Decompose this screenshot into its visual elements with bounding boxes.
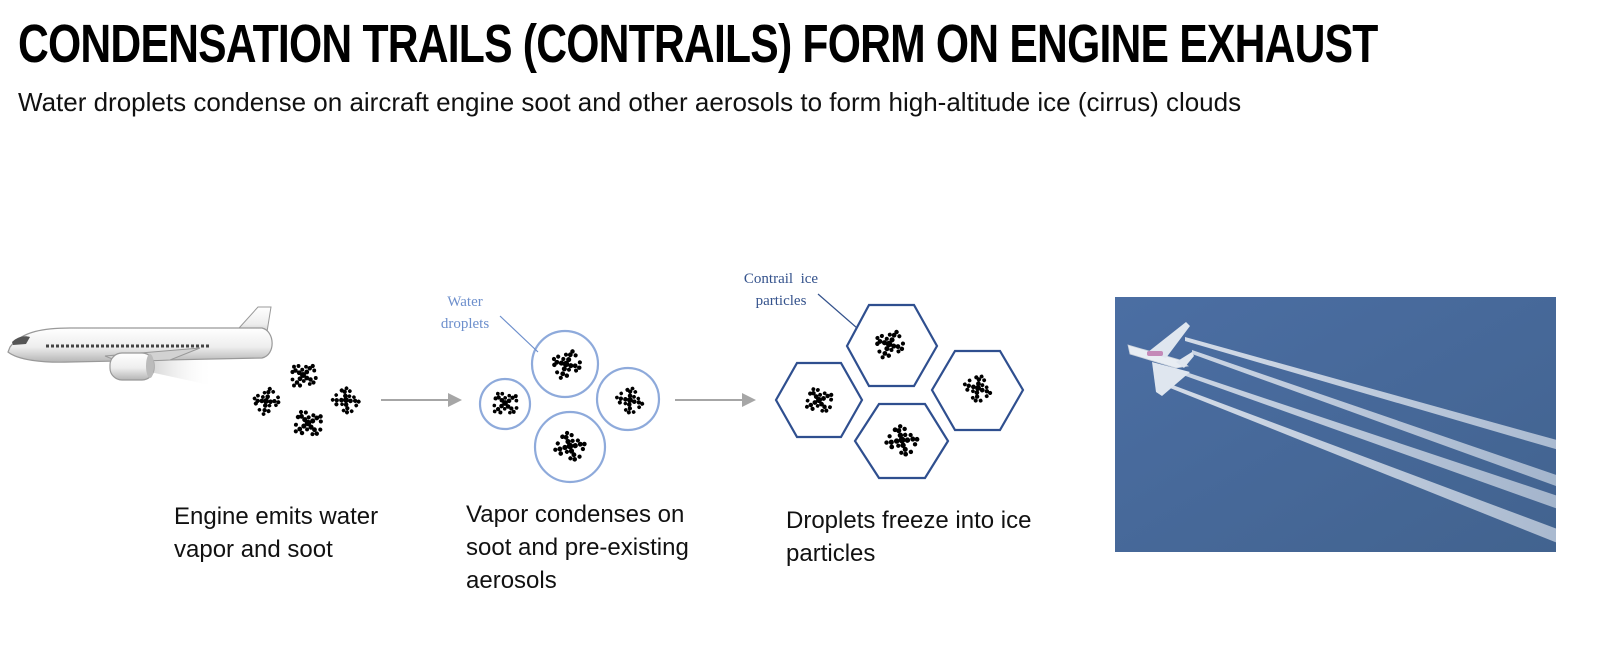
contrail-ice-label: Contrail ice particles [744,271,858,329]
svg-text:Contrail ice: Contrail ice [744,271,818,287]
airplane-icon [7,306,273,386]
soot-particles [250,363,364,441]
page-title: CONDENSATION TRAILS (CONTRAILS) FORM ON … [18,14,1378,74]
step-caption-droplets-freeze: Droplets freeze into ice particles [786,507,1032,567]
svg-text:droplets: droplets [441,316,489,332]
water-droplets [478,329,661,484]
process-arrow [675,393,756,407]
water-droplets-label: Water droplets [441,294,539,353]
process-arrow [381,393,462,407]
svg-text:Water: Water [447,294,482,310]
step-caption-engine-emits: Engine emits water vapor and soot [174,503,379,563]
contrail-photo [1115,297,1556,552]
step-caption-vapor-condenses: Vapor condenses on soot and pre-existing… [466,501,689,594]
svg-text:particles: particles [756,293,807,309]
jet-icon [1127,322,1194,396]
page-subtitle: Water droplets condense on aircraft engi… [18,87,1242,117]
ice-particles [774,303,1025,480]
